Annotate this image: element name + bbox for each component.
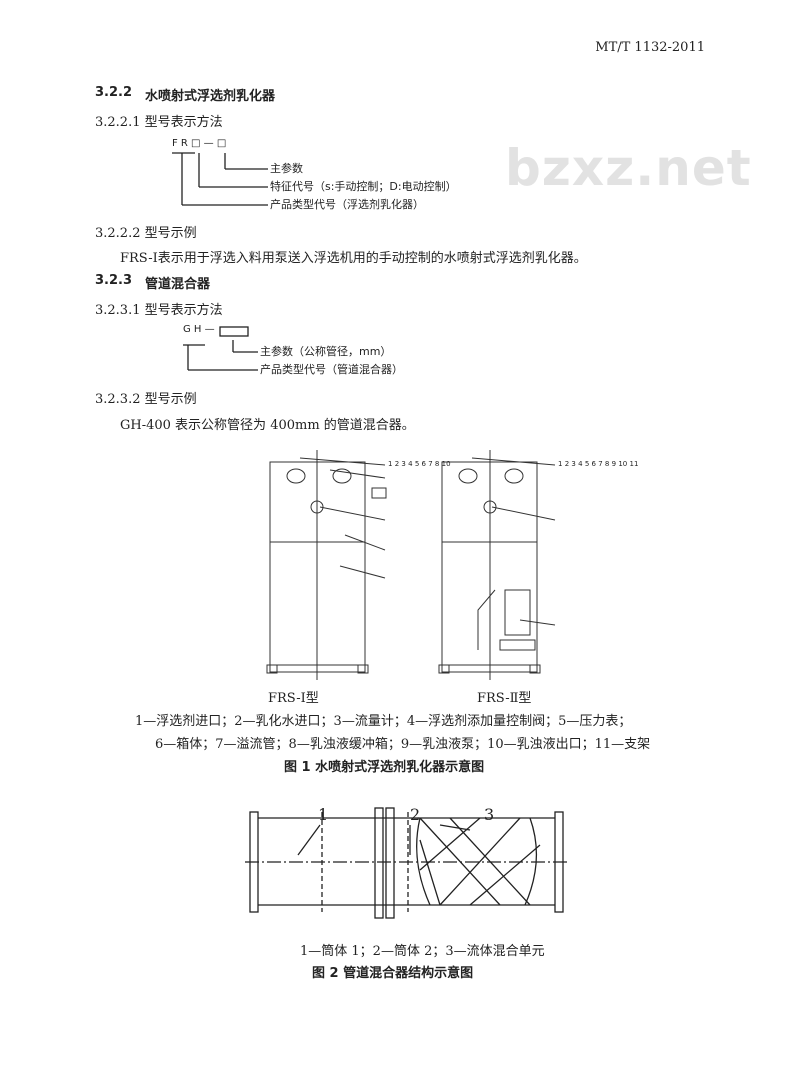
model-code: G H — xyxy=(183,324,215,335)
code-label: 主参数（公称管径，mm） xyxy=(260,345,392,358)
figure-label-left: FRS-Ⅰ型 xyxy=(268,691,319,706)
subsection-heading: 3.2.2.1 型号表示方法 xyxy=(95,115,223,130)
callout: 3 xyxy=(484,805,495,824)
subsection-heading: 3.2.3.1 型号表示方法 xyxy=(95,303,223,318)
section-title: 管道混合器 xyxy=(145,277,211,292)
callout: 2 xyxy=(410,805,421,824)
subsection-heading: 3.2.2.2 型号示例 xyxy=(95,226,197,241)
callouts-right: 1 2 3 4 5 6 7 8 9 10 11 xyxy=(558,460,639,468)
callouts-left: 1 2 3 4 5 6 7 8 10 xyxy=(388,460,451,468)
figure-legend: 1—筒体 1；2—筒体 2；3—流体混合单元 xyxy=(300,944,545,959)
section-number: 3.2.2 xyxy=(95,85,133,100)
code-label: 特征代号（s:手动控制；D:电动控制） xyxy=(270,180,457,193)
callout: 1 xyxy=(318,805,329,824)
paragraph: GH-400 表示公称管径为 400mm 的管道混合器。 xyxy=(120,418,415,433)
section-title: 水喷射式浮选剂乳化器 xyxy=(145,89,276,104)
code-label: 产品类型代号（浮选剂乳化器） xyxy=(270,198,424,211)
code-label: 主参数 xyxy=(270,162,303,175)
standard-number: MT/T 1132-2011 xyxy=(595,40,705,55)
watermark: bzxz.net xyxy=(505,139,752,197)
subsection-heading: 3.2.3.2 型号示例 xyxy=(95,392,197,407)
figure-label-right: FRS-Ⅱ型 xyxy=(477,691,532,706)
section-number: 3.2.3 xyxy=(95,273,133,288)
figure-legend: 6—箱体；7—溢流管；8—乳浊液缓冲箱；9—乳浊液泵；10—乳浊液出口；11—支… xyxy=(155,737,651,752)
code-label: 产品类型代号（管道混合器） xyxy=(260,363,403,376)
figure-caption: 图 2 管道混合器结构示意图 xyxy=(312,966,474,981)
figure-legend: 1—浮选剂进口；2—乳化水进口；3—流量计；4—浮选剂添加量控制阀；5—压力表； xyxy=(135,714,632,729)
figure-caption: 图 1 水喷射式浮选剂乳化器示意图 xyxy=(284,760,485,775)
paragraph: FRS-Ⅰ表示用于浮选入料用泵送入浮选机用的手动控制的水喷射式浮选剂乳化器。 xyxy=(120,251,587,266)
model-code: F R □ — □ xyxy=(172,138,227,149)
